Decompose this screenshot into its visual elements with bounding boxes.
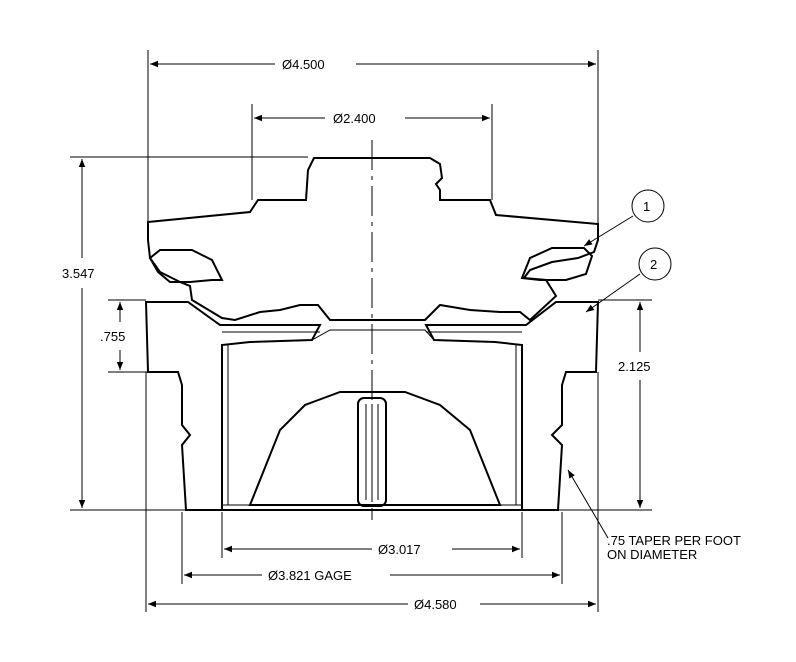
dimension-labels: Ø4.500 Ø2.400 3.547 .755 2.125 Ø3.017 Ø3… — [62, 57, 741, 612]
chamber-insert — [248, 391, 502, 506]
dimension-lines — [70, 50, 652, 612]
taper-note-line2: ON DIAMETER — [607, 547, 697, 562]
balloon-2: 2 — [638, 247, 672, 281]
cap-section — [147, 157, 599, 322]
body-section — [144, 301, 322, 511]
seal-left — [148, 249, 224, 283]
dim-outer-top-diameter: Ø4.500 — [282, 57, 325, 72]
dim-outer-bottom-diameter: Ø4.580 — [414, 597, 457, 612]
taper-note-line1: .75 TAPER PER FOOT — [607, 533, 741, 548]
dim-bore-diameter: Ø3.017 — [378, 542, 421, 557]
dim-overall-height: 3.547 — [62, 266, 95, 281]
balloon-1: 1 — [631, 189, 665, 223]
dim-gage-diameter: Ø3.821 GAGE — [268, 568, 352, 583]
dim-flange-height: .755 — [100, 329, 125, 344]
dim-neck-diameter: Ø2.400 — [333, 111, 376, 126]
balloon-2-label: 2 — [650, 257, 657, 272]
seal-right — [520, 247, 594, 281]
part-section — [144, 140, 600, 520]
dim-body-height: 2.125 — [618, 359, 651, 374]
balloon-1-label: 1 — [643, 199, 650, 214]
body-section-right — [424, 301, 600, 511]
